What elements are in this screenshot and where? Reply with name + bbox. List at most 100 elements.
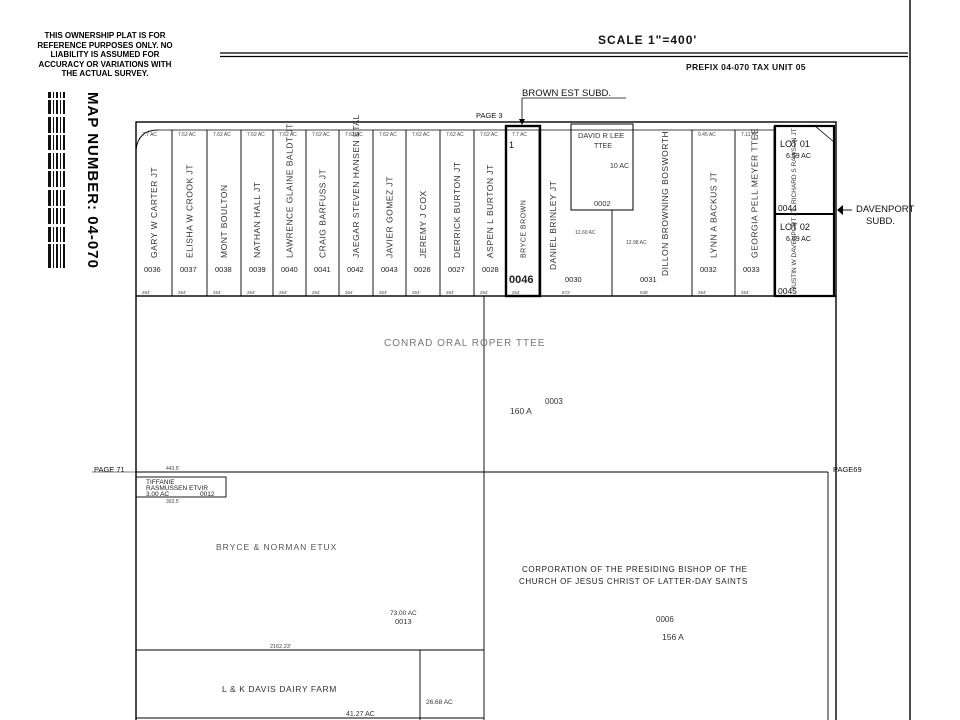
davenport-subd-label-2: SUBD. [866, 216, 895, 227]
strip-frontage-0026: 264' [412, 290, 421, 295]
strip-acres-0038: 7.62 AC [213, 132, 231, 138]
strip-owner-0030: DANIEL BRINLEY JT [548, 181, 558, 270]
lot1-label: LOT 01 [780, 139, 810, 149]
strip-frontage-0046: 264' [512, 290, 521, 295]
strip-number-0040: 0040 [281, 265, 298, 274]
strip-frontage-0039: 264' [247, 290, 256, 295]
strip-owner-0033: GEORGIA PELL MEYER TTEE [750, 128, 760, 258]
strip-frontage-0042: 264' [345, 290, 354, 295]
barcode [46, 92, 68, 268]
church-number: 0006 [656, 615, 674, 624]
strip-acres-0030: 12.60 AC [575, 230, 596, 236]
map-number-block: MAP NUMBER: 04-070 [44, 92, 101, 269]
church-owner-line1: CORPORATION OF THE PRESIDING BISHOP OF T… [522, 565, 748, 574]
norman-acres: 73.00 AC [390, 610, 417, 617]
strip-number-0028: 0028 [482, 265, 499, 274]
davenport-subd-label-1: DAVENPORT [856, 204, 914, 215]
strip-owner-0036: GARY W CARTER JT [149, 167, 159, 258]
strip-frontage-0027: 264' [446, 290, 455, 295]
strip-acres-0026: 7.62 AC [412, 132, 430, 138]
strip-owner-0042: JAEGAR STEVEN HANSEN ETAL [351, 114, 361, 258]
prefix-label: PREFIX 04-070 TAX UNIT 05 [686, 62, 806, 72]
lee-number: 0002 [594, 199, 611, 208]
norman-number: 0013 [395, 617, 412, 626]
norman-owner: BRYCE & NORMAN ETUX [216, 542, 337, 552]
strip-acres-0032: 9.45 AC [698, 132, 716, 138]
scale-label: SCALE 1"=400' [598, 33, 698, 47]
tiffanie-dim-bottom: 393.5' [166, 499, 180, 505]
strip-owner-0038: MONT BOULTON [219, 184, 229, 258]
strip-number-0027: 0027 [448, 265, 465, 274]
church-owner-line2: CHURCH OF JESUS CHRIST OF LATTER-DAY SAI… [519, 577, 748, 586]
tiffanie-dim-top: 443.5' [166, 466, 180, 472]
page-ref-right: PAGE69 [833, 465, 862, 474]
tiffanie-owner-line2: RASMUSSEN ETVIR [146, 485, 208, 492]
lot2-owner: JUSTIN W DAVENPORT JT [791, 209, 798, 290]
strip-number-0042: 0042 [347, 265, 364, 274]
strip-frontage-0033: 264' [741, 290, 750, 295]
strip-frontage-0037: 264' [178, 290, 187, 295]
lee-acres: 10 AC [610, 163, 629, 170]
strip-owner-0031: DILLON BROWNING BOSWORTH [660, 131, 670, 276]
tiffanie-owner-line1: TIFFANIE [146, 479, 175, 486]
strip-frontage-0040: 264' [279, 290, 288, 295]
strip-owner-0043: JAVIER GOMEZ JT [385, 176, 395, 258]
strip-acres-0027: 7.62 AC [446, 132, 464, 138]
davis-owner: L & K DAVIS DAIRY FARM [222, 684, 337, 694]
strip-owner-0037: ELISHA W CROOK JT [185, 164, 195, 258]
disclaimer-text: THIS OWNERSHIP PLAT IS FOR REFERENCE PUR… [37, 31, 173, 78]
strip-owner-0027: DERRICK BURTON JT [452, 161, 462, 258]
strip-acres-0036: 7.7 AC [142, 132, 157, 138]
strip-number-0033: 0033 [743, 265, 760, 274]
strip-number-0043: 0043 [381, 265, 398, 274]
strip-number-0026: 0026 [414, 265, 431, 274]
page-ref-top: PAGE 3 [476, 111, 503, 120]
strip-frontage-0038: 264' [213, 290, 222, 295]
strip-acres-0046: 7.7 AC [512, 132, 527, 138]
strip-owner-0039: NATHAN HALL JT [252, 182, 262, 258]
strip-acres-0028: 7.62 AC [480, 132, 498, 138]
tiffanie-number: 0012 [200, 491, 215, 498]
lot2-label: LOT 02 [780, 222, 810, 232]
strip-number-0030: 0030 [565, 275, 582, 284]
roper-acres: 160 A [510, 406, 532, 416]
strip-owner-0032: LYNN A BACKUS JT [709, 172, 719, 258]
strip-owner-0040: LAWRENCE GLAINE BALDT JT [285, 123, 295, 258]
strip-frontage-0032: 264' [698, 290, 707, 295]
strip-frontage-0041: 264' [312, 290, 321, 295]
strip-frontage-0031: 538' [640, 290, 649, 295]
strip-acres-0040: 7.62 AC [279, 132, 297, 138]
strip-number-0032: 0032 [700, 265, 717, 274]
lot1-acres: 6.59 AC [786, 153, 811, 160]
strip-frontage-0028: 264' [480, 290, 489, 295]
strip-acres-0042: 7.62 AC [345, 132, 363, 138]
strip-owner-0041: CRAIG BARFUSS JT [318, 169, 328, 258]
brown-est-subd-label: BROWN EST SUBD. [522, 88, 611, 99]
lot1-owner: RICHARD S RAWSON JT [791, 128, 798, 204]
bottom-dimension: 2162.23' [270, 644, 291, 650]
strip-number-0046: 0046 [509, 274, 533, 286]
lee-owner-line2: TTEE [594, 143, 612, 150]
roper-owner: CONRAD ORAL ROPER TTEE [384, 338, 545, 349]
davis-acres: 41.27 AC [346, 711, 375, 718]
strip-frontage-0043: 264' [379, 290, 388, 295]
strip-acres-0039: 7.62 AC [247, 132, 265, 138]
strip-number-0037: 0037 [180, 265, 197, 274]
strip-number-0031: 0031 [640, 275, 657, 284]
church-acres: 156 A [662, 632, 684, 642]
roper-number: 0003 [545, 397, 563, 406]
map-number-label: MAP NUMBER: 04-070 [84, 92, 98, 268]
page-ref-left: PAGE 71 [94, 465, 125, 474]
strip-frontage-0030: 572' [562, 290, 571, 295]
strip-owner-0028: ASPEN L BURTON JT [485, 164, 495, 258]
strip-number-0039: 0039 [249, 265, 266, 274]
strip-frontage-0036: 264' [142, 290, 151, 295]
strip-owner-0026: JEREMY J COX [418, 190, 428, 258]
strip-owner-0046: BRYCE BROWN [521, 200, 528, 258]
strip-acres-0041: 7.62 AC [312, 132, 330, 138]
strip-number-0038: 0038 [215, 265, 232, 274]
tiffanie-acres: 3.00 AC [146, 491, 169, 498]
arrow-left-icon [837, 205, 843, 215]
